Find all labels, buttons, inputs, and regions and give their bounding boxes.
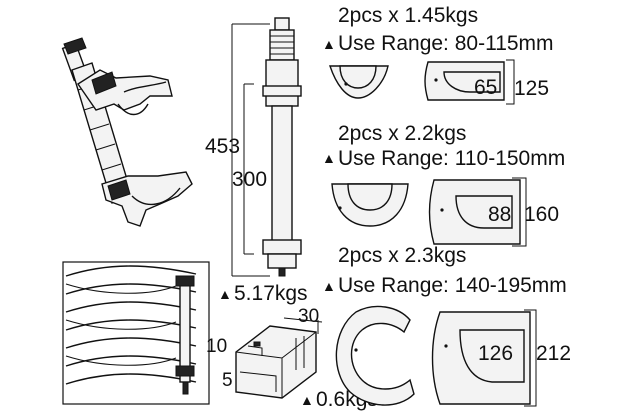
plate-1-outer-dim: 125 [514,77,549,100]
column-inner-dimension: 300 [232,168,267,191]
plate-2-outer-dim: 160 [524,203,559,226]
column-drawing [231,17,302,277]
weight-icon: ▲ [218,286,232,302]
plate-2-qty: 2pcs x 2.2kgs [338,122,466,145]
plate-2-side [428,177,527,247]
weight-icon: ▲ [322,278,336,294]
plate-3-range: Use Range: 140-195mm [338,274,567,297]
weight-icon: ▲ [300,392,314,408]
block-left-dimension: 10 [206,336,227,357]
plate-1-inner-dim: 65 [474,76,497,99]
block-top-dimension: 30 [298,306,319,327]
plate-1-range: Use Range: 80-115mm [338,32,554,55]
plate-3-side [431,309,537,407]
plate-1-front [329,65,389,99]
plate-3-front [335,305,415,406]
block-bottom-dimension: 5 [222,370,233,391]
spring-photo-inset [62,261,210,405]
weight-icon: ▲ [322,150,336,166]
spring-compressor-illustration [61,37,193,227]
block-drawing [235,317,323,399]
column-weight: 5.17kgs [234,282,308,305]
plate-1-qty: 2pcs x 1.45kgs [338,4,478,27]
column-total-dimension: 453 [205,135,240,158]
plate-1-side [424,59,515,105]
weight-icon: ▲ [322,36,336,52]
plate-2-front [331,183,409,227]
plate-3-inner-dim: 126 [478,342,513,365]
plate-3-qty: 2pcs x 2.3kgs [338,244,466,267]
plate-2-range: Use Range: 110-150mm [338,147,565,170]
plate-3-outer-dim: 212 [536,342,571,365]
plate-2-inner-dim: 88 [488,203,511,226]
